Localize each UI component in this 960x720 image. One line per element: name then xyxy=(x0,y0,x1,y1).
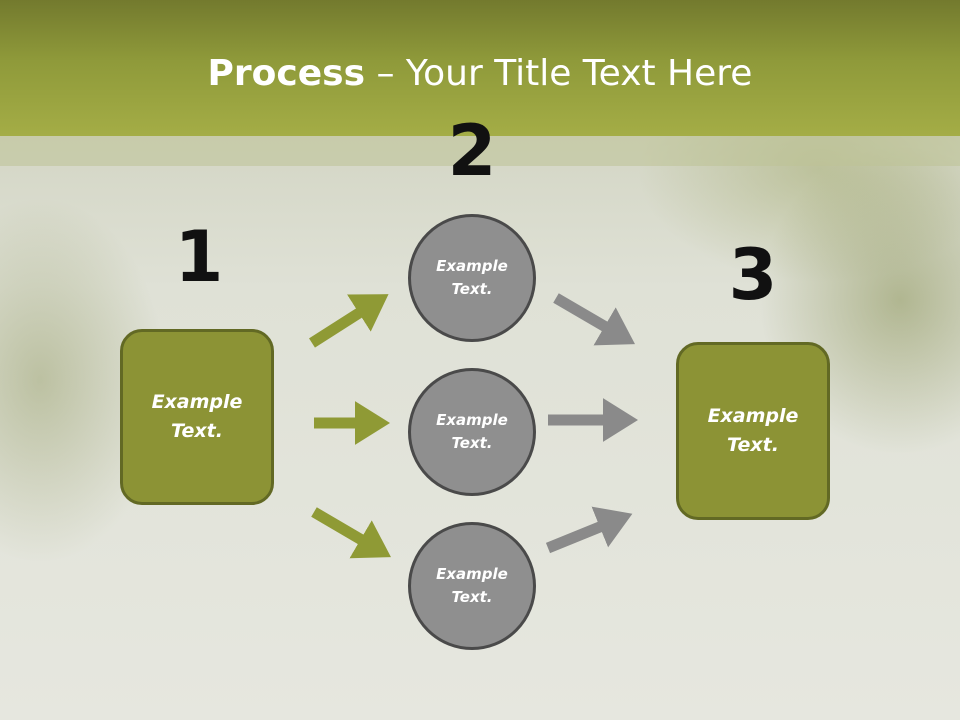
right-box-label: Example Text. xyxy=(707,405,799,456)
arrow-right-up-icon xyxy=(309,294,389,348)
circle-middle[interactable]: Example Text. xyxy=(408,368,536,496)
circle-bottom[interactable]: Example Text. xyxy=(408,522,536,650)
step-number-2: 2 xyxy=(447,110,497,192)
circle-top[interactable]: Example Text. xyxy=(408,214,536,342)
title-bold: Process xyxy=(207,53,366,94)
left-box-label: Example Text. xyxy=(151,391,243,442)
left-box[interactable]: Example Text. xyxy=(120,329,274,505)
title-band xyxy=(0,136,960,166)
step-number-3: 3 xyxy=(728,234,778,316)
arrow-right-up-icon xyxy=(545,506,633,554)
step-number-1: 1 xyxy=(174,216,224,298)
arrow-right-down-icon xyxy=(311,507,391,559)
circle-top-label: Example Text. xyxy=(436,257,508,298)
arrow-right-down-icon xyxy=(553,293,636,346)
circle-bottom-label: Example Text. xyxy=(436,565,508,606)
slide-title: Process – Your Title Text Here xyxy=(0,52,960,96)
right-box[interactable]: Example Text. xyxy=(676,342,830,520)
title-rest: – Your Title Text Here xyxy=(365,53,753,94)
circle-middle-label: Example Text. xyxy=(436,411,508,452)
title-bar xyxy=(0,0,960,136)
